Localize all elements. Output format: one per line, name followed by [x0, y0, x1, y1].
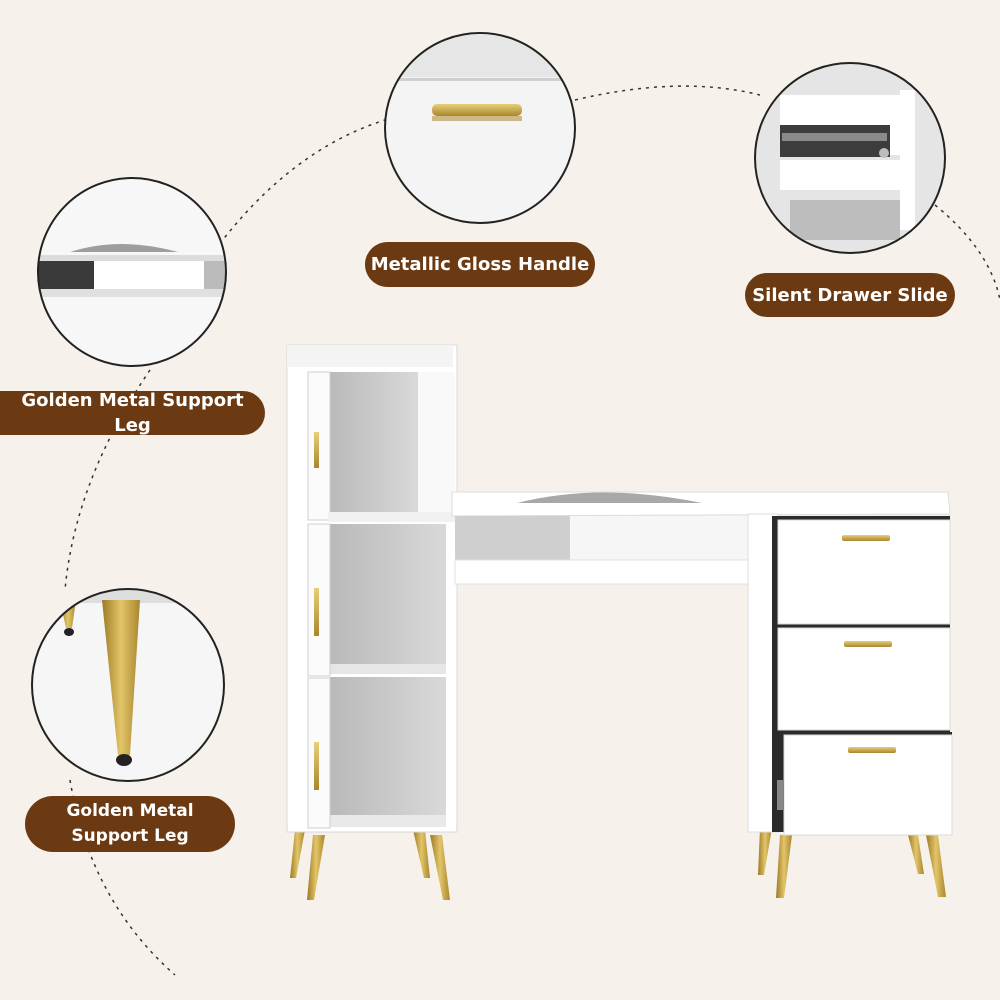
label-text: Metallic Gloss Handle — [370, 254, 590, 275]
armrest-closeup-icon — [37, 177, 227, 367]
label-silent-drawer-slide: Silent Drawer Slide — [745, 273, 955, 317]
label-golden-metal-support-leg-top: Golden Metal Support Leg — [0, 390, 265, 436]
label-text-line2: Support Leg — [71, 826, 189, 846]
leg-closeup-icon — [31, 588, 225, 782]
label-golden-metal-support-leg-bottom: Golden Metal Support Leg — [25, 796, 235, 852]
label-metallic-gloss-handle: Metallic Gloss Handle — [365, 242, 595, 287]
handle-closeup-icon — [384, 32, 576, 224]
label-text: Silent Drawer Slide — [752, 284, 948, 306]
label-text-line1: Golden Metal — [66, 801, 194, 821]
label-text: Golden Metal Support Leg — [21, 390, 244, 436]
manicure-desk-illustration — [286, 344, 953, 900]
drawer-slide-closeup-icon — [754, 62, 946, 254]
